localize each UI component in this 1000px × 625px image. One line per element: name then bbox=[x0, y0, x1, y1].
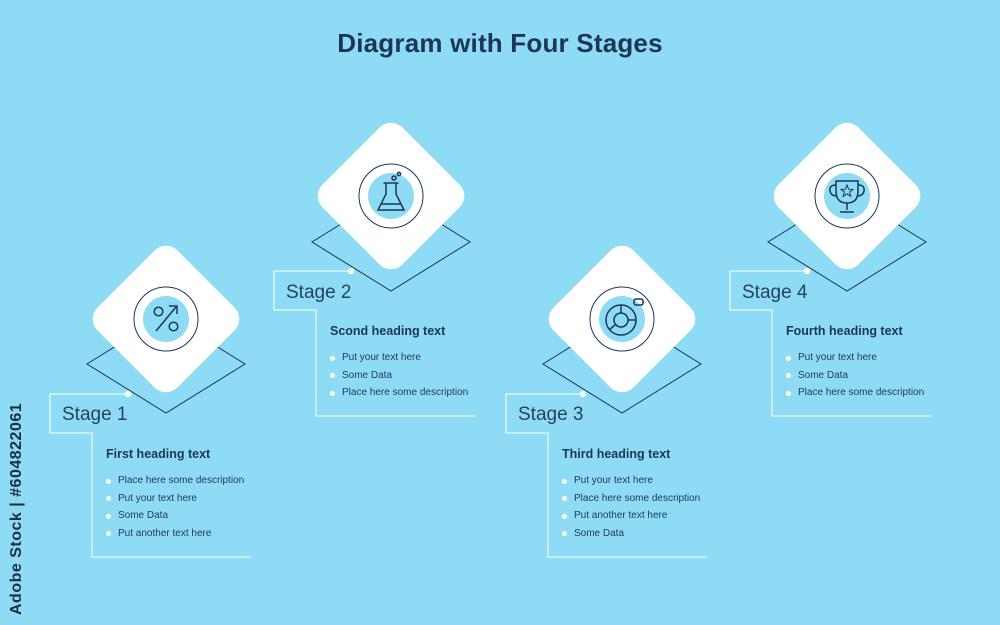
stage-1-bullet: Place here some description bbox=[106, 472, 244, 490]
stage-4-icon-ring bbox=[814, 163, 880, 229]
stage-1-graphic bbox=[49, 245, 251, 558]
stage-2-icon-ring bbox=[358, 163, 424, 229]
stage-2-bullet-list: Put your text here Some Data Place here … bbox=[330, 349, 468, 402]
stock-watermark: Adobe Stock | #604822061 bbox=[8, 402, 25, 615]
stage-2-heading: Scond heading text bbox=[330, 324, 446, 338]
stage-3-connector bbox=[505, 393, 707, 558]
stage-4-heading: Fourth heading text bbox=[786, 324, 903, 338]
stage-1-bullet: Some Data bbox=[106, 507, 244, 525]
stage-2-node bbox=[347, 267, 355, 275]
stage-3-icon-ring bbox=[589, 286, 655, 352]
stage-3-bullet-list: Put your text here Place here some descr… bbox=[562, 472, 700, 542]
donut-chart-icon bbox=[605, 298, 644, 336]
stage-3-bullet: Put your text here bbox=[562, 472, 700, 490]
stage-4-node bbox=[803, 267, 811, 275]
stage-4-bullet: Some Data bbox=[786, 367, 924, 385]
stage-1-heading: First heading text bbox=[106, 447, 211, 461]
stage-4-label: Stage 4 bbox=[742, 282, 808, 303]
stage-4-shadow-outline bbox=[767, 192, 927, 292]
stage-2-connector bbox=[273, 270, 475, 417]
stage-4-graphic bbox=[729, 122, 931, 417]
stage-1-bullet: Put another text here bbox=[106, 525, 244, 543]
stage-2-bullet: Some Data bbox=[330, 367, 468, 385]
stage-2-bullet: Place here some description bbox=[330, 384, 468, 402]
stage-1-node bbox=[124, 390, 132, 398]
stage-3-bullet: Place here some description bbox=[562, 490, 700, 508]
stage-2-label: Stage 2 bbox=[286, 282, 352, 303]
stage-3-node bbox=[579, 390, 587, 398]
stage-2-icon-disc bbox=[368, 173, 414, 219]
stage-4-connector bbox=[729, 270, 931, 417]
stage-4-bullet: Put your text here bbox=[786, 349, 924, 367]
stage-2-shadow-outline bbox=[311, 192, 471, 292]
stage-1-label: Stage 1 bbox=[62, 404, 128, 425]
percent-icon bbox=[153, 305, 179, 332]
stage-1-icon-ring bbox=[133, 286, 199, 352]
stage-2-graphic bbox=[273, 122, 475, 417]
stage-4-bullet: Place here some description bbox=[786, 384, 924, 402]
diagram-title: Diagram with Four Stages bbox=[337, 28, 663, 58]
stage-2-bullet: Put your text here bbox=[330, 349, 468, 367]
stage-1-connector bbox=[49, 393, 251, 558]
stage-3-label: Stage 3 bbox=[518, 404, 584, 425]
trophy-icon bbox=[829, 180, 865, 213]
stage-3-shadow-outline bbox=[542, 314, 702, 414]
stage-1-shadow-outline bbox=[86, 314, 246, 414]
stage-3-bullet: Put another text here bbox=[562, 507, 700, 525]
flask-icon bbox=[376, 171, 406, 211]
stage-1-bullet-list: Place here some description Put your tex… bbox=[106, 472, 244, 542]
stage-4-bullet-list: Put your text here Some Data Place here … bbox=[786, 349, 924, 402]
stage-3-heading: Third heading text bbox=[562, 447, 671, 461]
stage-1-bullet: Put your text here bbox=[106, 490, 244, 508]
stage-3-bullet: Some Data bbox=[562, 525, 700, 543]
stage-3-graphic bbox=[505, 245, 707, 558]
